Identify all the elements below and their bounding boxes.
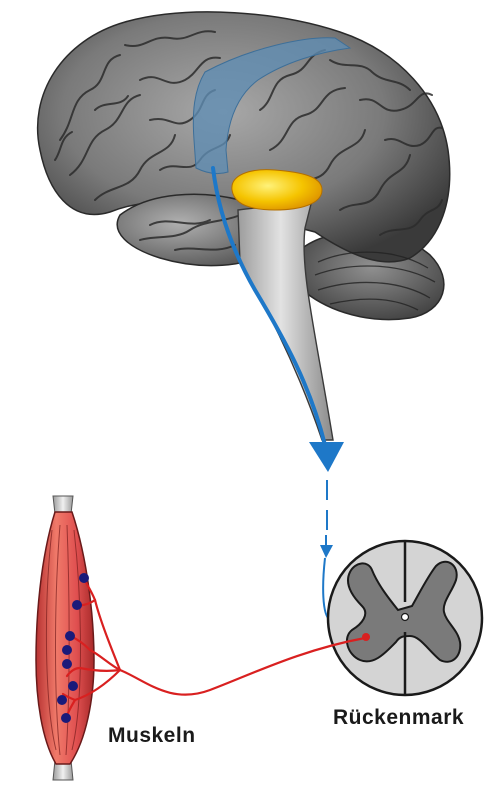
muscle-belly (36, 512, 94, 764)
motor-nerve (63, 578, 365, 718)
end-plate-dot (62, 659, 72, 669)
muscles-label: Muskeln (108, 724, 196, 748)
end-plate-dot (65, 631, 75, 641)
synapse-dot (362, 633, 370, 641)
end-plate-dot (62, 645, 72, 655)
end-plate-dot (72, 600, 82, 610)
muscle-icon (36, 496, 94, 780)
spinal-cord-cross-section-icon (328, 541, 482, 695)
pathway-arrow-small (320, 545, 333, 558)
end-plate-dot (61, 713, 71, 723)
end-plate-dot (57, 695, 67, 705)
brain-icon (38, 12, 450, 440)
end-plate-dot (68, 681, 78, 691)
pathway-arrow-large (309, 442, 344, 472)
brainstem (238, 200, 333, 440)
end-plate-dot (79, 573, 89, 583)
spinal-central-canal (402, 614, 409, 621)
spinal-cord-label: Rückenmark (333, 706, 464, 730)
thalamus (232, 170, 322, 210)
